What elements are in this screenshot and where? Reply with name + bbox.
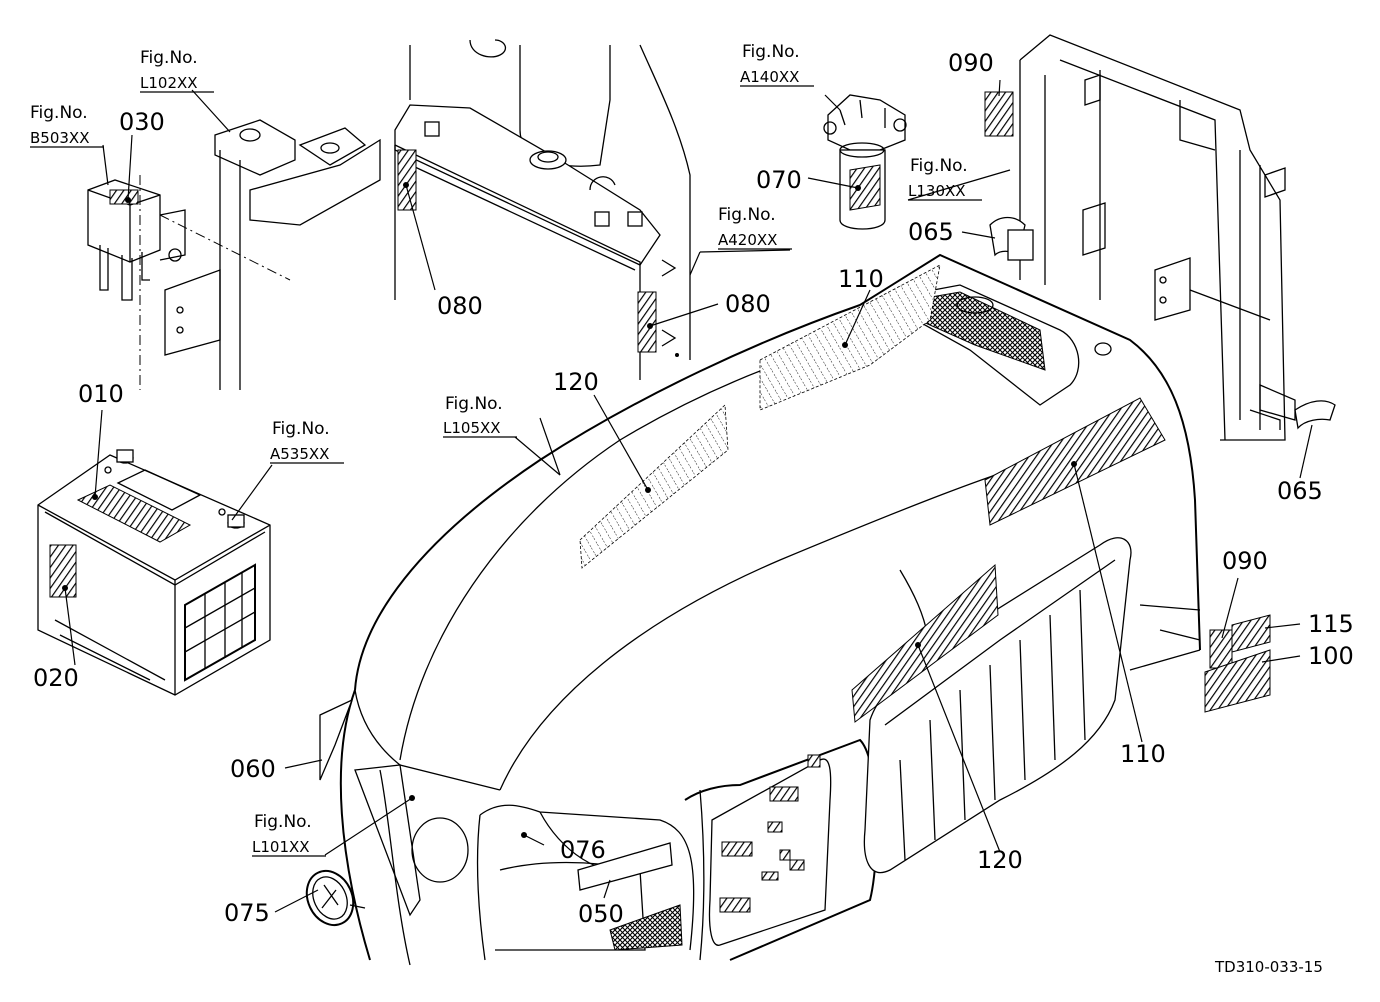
- callout-120-side: 120: [977, 846, 1023, 874]
- fig-ref-a535: Fig.No. A535XX: [270, 419, 344, 464]
- emblem-075: [305, 869, 366, 927]
- label-065-right: [1294, 400, 1336, 430]
- callout-070: 070: [756, 166, 802, 194]
- callouts: 030 080 080 070 065 090 110 120 010 020 …: [33, 49, 1354, 928]
- callout-065-right: 065: [1277, 477, 1323, 505]
- label-080-right: [637, 291, 657, 353]
- label-100: [1204, 649, 1271, 713]
- svg-text:B503XX: B503XX: [30, 129, 89, 147]
- svg-text:Fig.No.: Fig.No.: [272, 419, 330, 439]
- callout-010: 010: [78, 380, 124, 408]
- callout-110-side: 110: [1120, 740, 1166, 768]
- svg-text:Fig.No.: Fig.No.: [140, 48, 198, 68]
- fig-ref-l105: Fig.No. L105XX: [443, 394, 517, 438]
- label-080-left: [397, 149, 417, 211]
- radiator: [394, 39, 691, 380]
- label-070: [849, 164, 881, 211]
- svg-text:A535XX: A535XX: [270, 445, 329, 463]
- callout-075: 075: [224, 899, 270, 927]
- callout-065-left: 065: [908, 218, 954, 246]
- rops-frame: [984, 34, 1336, 441]
- label-115: [1231, 614, 1271, 653]
- label-060: [319, 698, 354, 781]
- fig-ref-l102: Fig.No. L102XX: [140, 48, 214, 93]
- rear-labels: [1204, 614, 1271, 713]
- svg-text:Fig.No.: Fig.No.: [30, 103, 88, 123]
- fig-ref-a140: Fig.No. A140XX: [740, 42, 814, 87]
- svg-text:L130XX: L130XX: [908, 182, 966, 200]
- callout-115: 115: [1308, 610, 1354, 638]
- svg-text:L101XX: L101XX: [252, 838, 310, 856]
- svg-text:Fig.No.: Fig.No.: [445, 394, 503, 414]
- svg-text:Fig.No.: Fig.No.: [718, 205, 776, 225]
- svg-text:L102XX: L102XX: [140, 74, 198, 92]
- svg-text:L105XX: L105XX: [443, 419, 501, 437]
- callout-080-left: 080: [437, 292, 483, 320]
- svg-text:A420XX: A420XX: [718, 231, 777, 249]
- label-110-top: [759, 264, 941, 411]
- fig-ref-a420: Fig.No. A420XX: [718, 205, 792, 250]
- label-090-top: [984, 91, 1014, 137]
- callout-076: 076: [560, 836, 606, 864]
- callout-090-rear: 090: [1222, 547, 1268, 575]
- callout-110-top: 110: [838, 265, 884, 293]
- drawing-number: TD310-033-15: [1214, 958, 1323, 976]
- label-090-rear: [1209, 629, 1233, 669]
- fig-ref-l101: Fig.No. L101XX: [252, 812, 326, 857]
- fuel-filter: [823, 94, 907, 230]
- leader-lines: [62, 79, 1313, 913]
- front-grille: [609, 904, 683, 951]
- label-050: [577, 842, 673, 891]
- fig-ref-l130: Fig.No. L130XX: [908, 156, 982, 201]
- decal-marks: [719, 754, 821, 913]
- svg-text:Fig.No.: Fig.No.: [910, 156, 968, 176]
- label-030: [109, 189, 139, 205]
- relay-bracket: [87, 119, 381, 390]
- label-120-side: [851, 563, 999, 723]
- callout-020: 020: [33, 664, 79, 692]
- callout-120-top: 120: [553, 368, 599, 396]
- callout-080-right: 080: [725, 290, 771, 318]
- battery: [37, 449, 271, 696]
- label-010: [76, 484, 192, 543]
- svg-text:Fig.No.: Fig.No.: [254, 812, 312, 832]
- callout-050: 050: [578, 900, 624, 928]
- svg-text:A140XX: A140XX: [740, 68, 799, 86]
- fig-ref-b503: Fig.No. B503XX: [30, 103, 104, 148]
- label-120-top: [579, 404, 729, 569]
- svg-text:Fig.No.: Fig.No.: [742, 42, 800, 62]
- callout-060: 060: [230, 755, 276, 783]
- callout-090-top: 090: [948, 49, 994, 77]
- hood-labels: [319, 264, 1166, 951]
- callout-100: 100: [1308, 642, 1354, 670]
- callout-030: 030: [119, 108, 165, 136]
